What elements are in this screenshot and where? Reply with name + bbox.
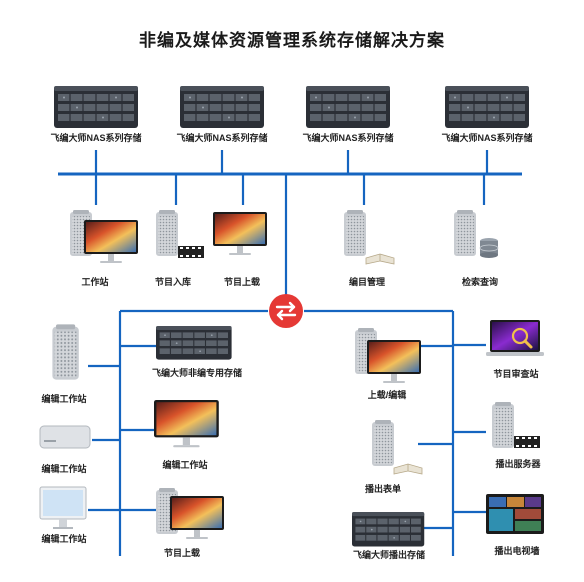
node-label-edit-ws-2: 编辑工作站 [41, 464, 87, 474]
node-label-edit-mgmt: 编目管理 [348, 277, 386, 287]
node-label-search: 检索查询 [461, 277, 499, 287]
node-label-edit-ws-3: 编辑工作站 [41, 534, 87, 544]
node-label-edit-ws-1: 编辑工作站 [41, 394, 87, 404]
node-label-workstation: 工作站 [81, 277, 109, 287]
tv-wall-icon [486, 494, 544, 534]
mini-workstation-icon [39, 425, 91, 449]
nle-storage-rack-icon [156, 326, 233, 361]
upload-tower-monitor-icon [156, 488, 224, 539]
node-label-program-upload: 节目上载 [163, 548, 201, 558]
node-label-center-edit-ws: 编辑工作站 [162, 460, 208, 470]
nas-storage-rack-icon [306, 86, 391, 129]
playlist-tower-icon [372, 420, 423, 475]
workstation-device-icon [70, 210, 138, 263]
node-label-upload-edit: 上载/编辑 [367, 390, 407, 400]
nas-storage-rack-icon [445, 86, 530, 129]
ingest-tower-icon [156, 210, 204, 258]
review-laptop-icon [486, 320, 544, 356]
upload-monitor-icon [213, 212, 267, 255]
edit-monitor-icon [154, 400, 219, 448]
nas-storage-label: 飞编大师NAS系列存储 [176, 133, 268, 143]
node-label-playlist: 播出表单 [364, 484, 402, 494]
playout-storage-rack-icon [352, 512, 425, 547]
node-label-playout-server: 播出服务器 [495, 459, 541, 469]
catalog-tower-icon [344, 210, 395, 265]
upload-edit-device-icon [355, 328, 421, 383]
playout-server-icon [492, 402, 540, 448]
nas-storage-label: 飞编大师NAS系列存储 [302, 133, 394, 143]
exchange-arrows-icon [269, 294, 303, 328]
nas-storage-label: 飞编大师NAS系列存储 [441, 133, 533, 143]
nas-storage-rack-icon [54, 86, 139, 129]
node-label-upload: 节目上载 [223, 277, 261, 287]
search-tower-db-icon [454, 210, 499, 259]
nas-storage-label: 飞编大师NAS系列存储 [50, 133, 142, 143]
node-label-nle-storage: 飞编大师非编专用存储 [151, 368, 243, 378]
node-label-review: 节目审查站 [493, 369, 539, 379]
all-in-one-monitor-icon [39, 486, 87, 529]
edit-tower-icon [52, 324, 79, 380]
node-label-ingest: 节目入库 [154, 277, 192, 287]
nas-storage-rack-icon [180, 86, 265, 129]
node-label-playout-storage: 飞编大师播出存储 [352, 550, 426, 560]
diagram-title: 非编及媒体资源管理系统存储解决方案 [139, 31, 445, 50]
node-label-playout-tv: 播出电视墙 [494, 546, 540, 556]
